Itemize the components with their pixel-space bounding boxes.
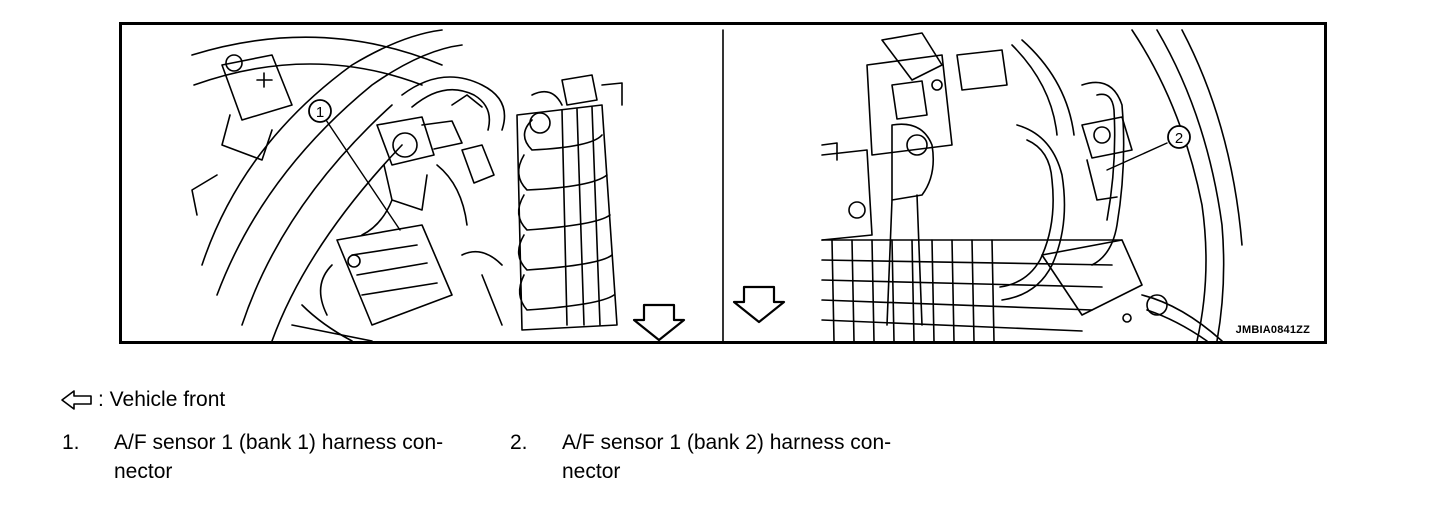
legend: : Vehicle front [60,388,225,412]
item-number: 1. [62,431,80,454]
list-item: 2. A/F sensor 1 (bank 2) harness con- ne… [510,428,922,486]
engine-illustration: 1 2 JMBIA0841ZZ [119,22,1327,344]
item-text-line: nector [562,460,621,483]
front-arrow-outline-icon [61,390,92,410]
item-text-line: A/F sensor 1 (bank 2) harness con- [562,431,892,454]
item-text: A/F sensor 1 (bank 1) harness con- necto… [114,428,474,486]
callout-1: 1 [308,99,332,123]
callout-2: 2 [1167,125,1191,149]
legend-text: : Vehicle front [98,388,226,411]
item-text-line: nector [114,460,173,483]
item-text: A/F sensor 1 (bank 2) harness con- necto… [562,428,922,486]
callout-2-label: 2 [1175,130,1183,147]
callout-1-label: 1 [316,104,324,121]
figure-id: JMBIA0841ZZ [1235,324,1310,336]
item-text-line: A/F sensor 1 (bank 1) harness con- [114,431,444,454]
list-item: 1. A/F sensor 1 (bank 1) harness con- ne… [62,428,474,486]
item-number: 2. [510,431,528,454]
engine-line-drawing: 1 2 [191,29,1243,341]
